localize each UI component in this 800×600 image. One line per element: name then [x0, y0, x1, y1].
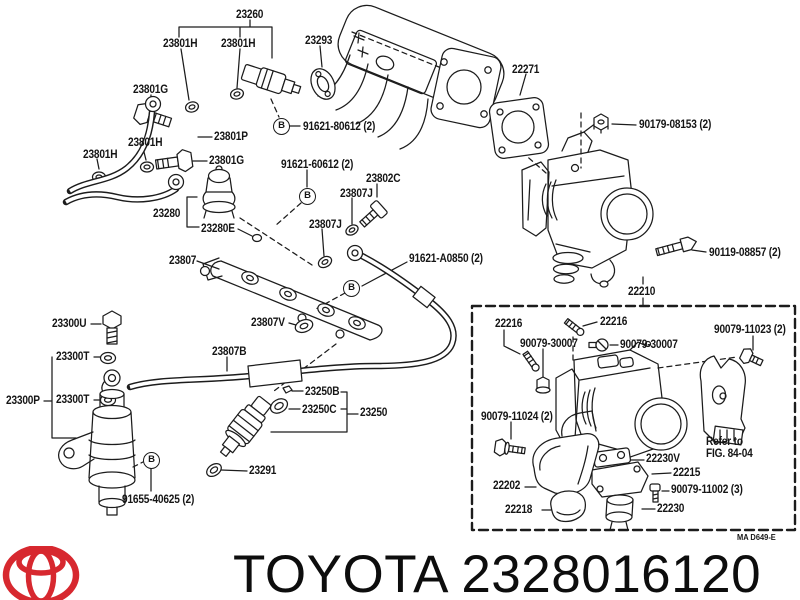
part-label-23802C: 23802C	[366, 173, 401, 185]
injector-23250-drawing	[219, 395, 272, 457]
part-label-23300U: 23300U	[52, 318, 87, 330]
part-label-23250C: 23250C	[302, 404, 337, 416]
clip-23250B	[282, 385, 293, 394]
o-rings-23807J	[317, 224, 359, 269]
part-label-90079-30007-1: 90079-30007	[520, 338, 578, 350]
part-label-23300P: 23300P	[6, 395, 40, 407]
part-label-23801G-1: 23801G	[133, 84, 168, 96]
part-label-23260: 23260	[236, 9, 264, 21]
part-label-23807J-2: 23807J	[309, 219, 342, 231]
part-label-22230: 22230	[657, 503, 685, 515]
injector-top-drawing	[240, 64, 302, 95]
part-label-90079-30007-2: 90079-30007	[620, 339, 678, 351]
leader-lines	[43, 19, 754, 511]
part-label-drawing-code: MA D649-E	[737, 532, 776, 542]
part-label-23300T-2: 23300T	[56, 394, 90, 406]
pressure-regulator-23280	[202, 165, 236, 219]
part-label-23801P: 23801P	[214, 131, 248, 143]
part-label-23801G-2: 23801G	[209, 155, 244, 167]
return-pipe-23807B	[126, 244, 457, 391]
part-label-22230V: 22230V	[646, 453, 680, 465]
throttle-body-drawing	[521, 117, 654, 288]
footer-part-number-line: TOYOTA 2328016120	[233, 548, 761, 600]
o-ring-23280E	[251, 233, 263, 243]
part-label-23801H-3: 23801H	[128, 137, 163, 149]
nut-90179-08153	[593, 113, 609, 134]
toyota-logo-icon	[2, 546, 80, 600]
part-label-91621-60612: 91621-60612 (2)	[281, 159, 354, 171]
part-label-23293: 23293	[305, 35, 333, 47]
part-label-90079-11023: 90079-11023 (2)	[714, 324, 786, 336]
part-label-23801H-2: 23801H	[221, 38, 256, 50]
part-label-23250B: 23250B	[305, 386, 340, 398]
inset-box	[470, 304, 797, 532]
part-label-22202: 22202	[493, 480, 521, 492]
part-label-90079-11002: 90079-11002 (3)	[671, 484, 743, 496]
tps-sensor-drawing	[699, 355, 746, 446]
part-label-22218: 22218	[505, 504, 533, 516]
part-label-23291: 23291	[249, 465, 277, 477]
grommet-23250C	[269, 398, 289, 414]
bolt-marker-b3: B	[343, 280, 360, 297]
part-label-23801H-4: 23801H	[83, 149, 118, 161]
part-label-23250: 23250	[360, 407, 388, 419]
part-label-91655-40625: 91655-40625 (2)	[122, 494, 195, 506]
part-label-91621-A0850: 91621-A0850 (2)	[409, 253, 483, 265]
part-label-23300T-1: 23300T	[56, 351, 90, 363]
gasket-22271-drawing	[488, 97, 550, 159]
part-label-22216-1: 22216	[495, 318, 523, 330]
part-label-90179-08153: 90179-08153 (2)	[639, 119, 712, 131]
part-label-91621-80612: 91621-80612 (2)	[303, 121, 376, 133]
fuel-rail-23807	[199, 257, 383, 341]
part-label-23807J-1: 23807J	[340, 188, 373, 200]
bolt-marker-b4: B	[143, 452, 160, 469]
part-label-22216-2: 22216	[600, 316, 628, 328]
bolt-marker-b1: B	[273, 118, 290, 135]
part-label-23807B: 23807B	[212, 346, 247, 358]
bolt-marker-b2: B	[299, 188, 316, 205]
intake-manifold-drawing	[317, 4, 505, 150]
bolt-23801G-2	[154, 149, 194, 173]
fuel-pipe-23801P	[62, 95, 185, 206]
part-label-refer-note: Refer to FIG. 84-04	[706, 436, 753, 461]
inset-fasteners	[493, 318, 764, 503]
part-label-22210: 22210	[628, 286, 656, 298]
inset-throttle-body	[532, 340, 688, 531]
fuel-damper-assembly	[58, 310, 136, 516]
flange-23293-drawing	[310, 68, 336, 100]
part-label-23280: 23280	[153, 208, 181, 220]
part-label-23807: 23807	[169, 255, 197, 267]
union-23807V	[294, 318, 314, 334]
part-label-22271: 22271	[512, 64, 540, 76]
part-label-90119-08857: 90119-08857 (2)	[709, 247, 781, 259]
brand-text: TOYOTA	[233, 545, 447, 600]
part-label-23280E: 23280E	[201, 223, 235, 235]
bolt-90119-08857	[655, 236, 697, 257]
part-label-23807V: 23807V	[251, 317, 285, 329]
screw-23802C	[359, 200, 388, 228]
o-ring-23291	[206, 462, 222, 478]
part-label-90079-11024: 90079-11024 (2)	[481, 411, 553, 423]
part-label-23801H-1: 23801H	[163, 38, 198, 50]
part-number-text: 2328016120	[461, 545, 762, 600]
part-label-22215: 22215	[673, 467, 701, 479]
